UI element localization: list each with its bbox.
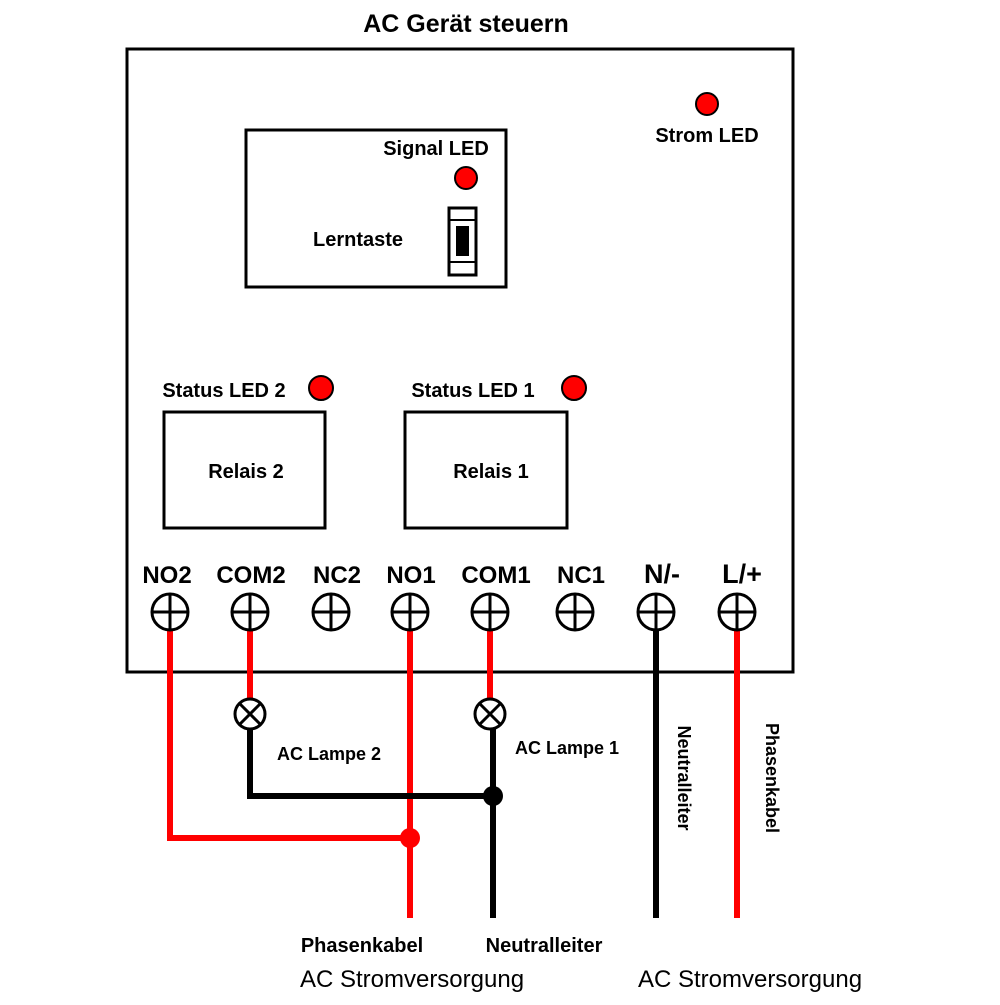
status-led-1-label: Status LED 1: [411, 380, 534, 402]
ac-lamp-1: [473, 697, 507, 731]
terminal-screw-l-plus: [717, 592, 757, 632]
neutral-junction: [483, 786, 503, 806]
phase-vertical-label: Phasenkabel: [762, 723, 782, 833]
terminal-label-n-minus: N/-: [644, 559, 680, 589]
status-led-2: [308, 375, 334, 401]
terminal-label-nc1: NC1: [557, 562, 605, 589]
supply-left-label: AC Stromversorgung: [300, 966, 524, 993]
terminal-screw-no1: [390, 592, 430, 632]
terminal-label-l-plus: L/+: [722, 559, 762, 589]
neutral-vertical-label: Neutralleiter: [674, 725, 694, 830]
bottom-phase-label: Phasenkabel: [301, 935, 423, 957]
diagram-title: AC Gerät steuern: [363, 10, 569, 38]
terminal-screw-n-minus: [636, 592, 676, 632]
terminal-screw-com2: [230, 592, 270, 632]
power-led: [695, 92, 719, 116]
relay-1-label: Relais 1: [453, 461, 529, 483]
lamp-1-label: AC Lampe 1: [515, 738, 619, 758]
status-led-2-label: Status LED 2: [162, 380, 285, 402]
terminal-screw-no2: [150, 592, 190, 632]
terminal-screw-nc1: [555, 592, 595, 632]
relay-1: [403, 410, 569, 530]
relay-2: [162, 410, 327, 530]
lamp-2-return-wire: [247, 728, 493, 799]
terminal-label-com2: COM2: [216, 562, 285, 589]
terminal-label-com1: COM1: [461, 562, 530, 589]
ac-lamp-2: [233, 697, 267, 731]
signal-led-label: Signal LED: [383, 138, 489, 160]
learn-button[interactable]: [447, 206, 478, 277]
terminal-label-nc2: NC2: [313, 562, 361, 589]
phase-junction: [400, 828, 420, 848]
relay-2-label: Relais 2: [208, 461, 284, 483]
terminal-screw-nc2: [311, 592, 351, 632]
phase-wire-no2: [167, 615, 410, 841]
terminal-label-no2: NO2: [142, 562, 191, 589]
supply-right-label: AC Stromversorgung: [638, 966, 862, 993]
signal-led: [454, 166, 478, 190]
bottom-neutral-label: Neutralleiter: [486, 935, 603, 957]
status-led-1: [561, 375, 587, 401]
lamp-2-label: AC Lampe 2: [277, 744, 381, 764]
terminal-screw-com1: [470, 592, 510, 632]
terminal-block: NO2 COM2 NC2 NO1 COM1 NC1 N/- L/+: [142, 559, 762, 632]
terminal-label-no1: NO1: [386, 562, 435, 589]
power-led-label: Strom LED: [655, 125, 758, 147]
learn-button-label: Lerntaste: [313, 229, 403, 251]
